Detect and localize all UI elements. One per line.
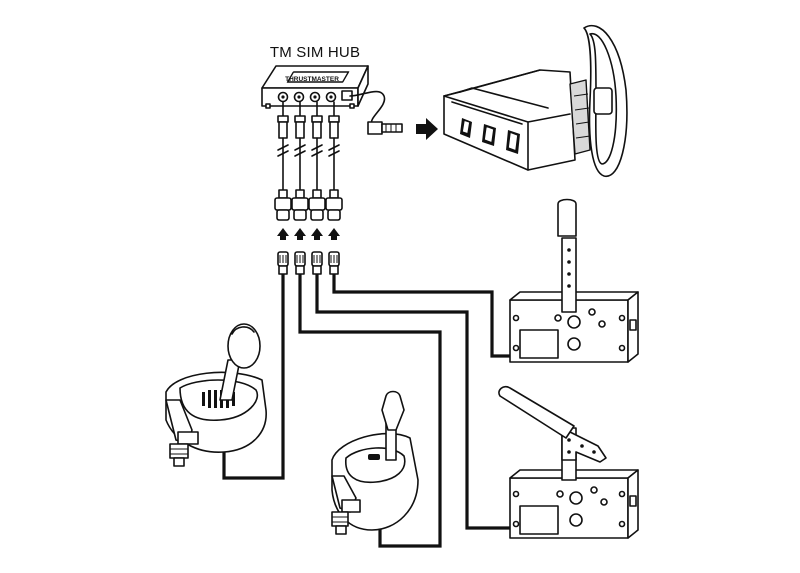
- racing-wheel-base-icon: [443, 25, 628, 177]
- hub-brand-logo: THRUSTMASTER: [285, 76, 339, 83]
- arrow-right-icon: [416, 118, 438, 140]
- usb-cable: [349, 90, 403, 135]
- h-pattern-shifter-icon: [165, 323, 267, 467]
- sim-hub-icon: THRUSTMASTER: [261, 65, 369, 109]
- handbrake-vertical-icon: [509, 198, 639, 363]
- handbrake-angled-icon: [498, 385, 639, 539]
- hub-title: TM SIM HUB: [269, 44, 361, 61]
- device-cables: [222, 274, 512, 548]
- hub-brand-text: THRUSTMASTER: [285, 76, 339, 83]
- sequential-shifter-icon: [331, 390, 419, 535]
- hub-connector-columns: [274, 101, 343, 275]
